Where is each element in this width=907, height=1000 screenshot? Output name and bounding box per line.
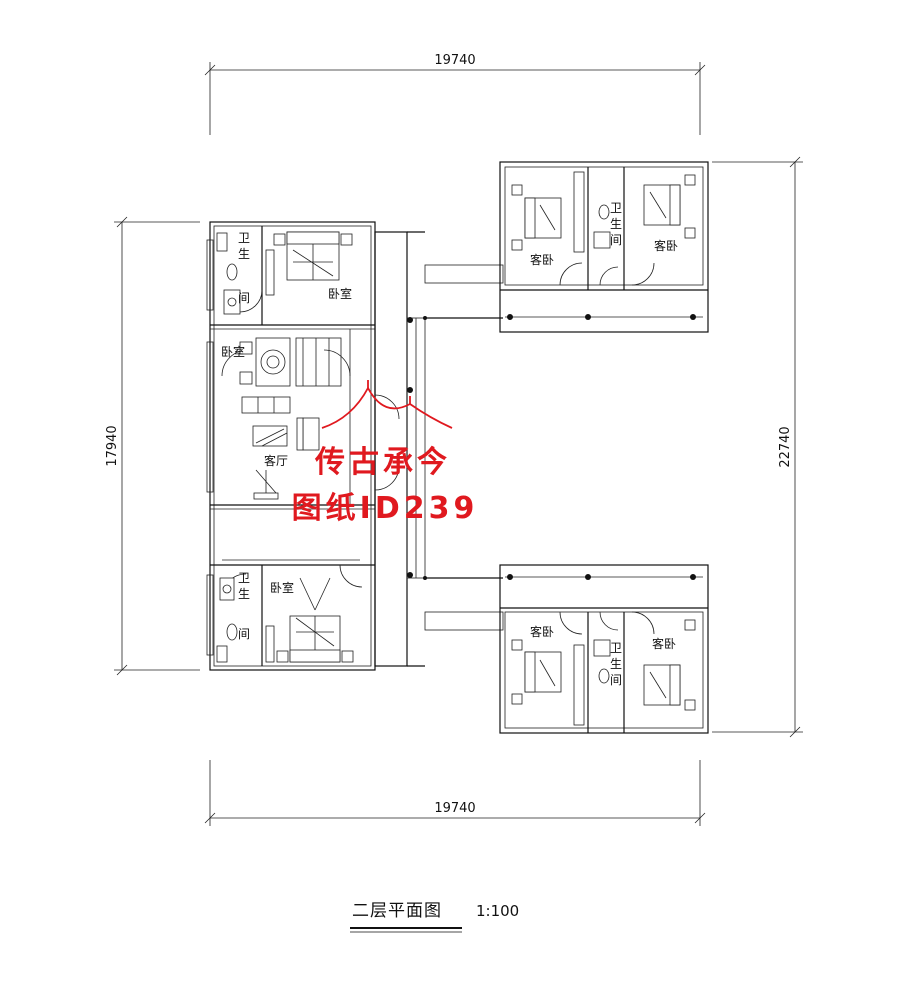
room-label-guest-top-bath-1: 卫 — [610, 201, 622, 215]
watermark-line-2: 图纸ID239 — [292, 491, 479, 526]
dimension-bottom-label: 19740 — [434, 801, 475, 816]
room-label-guest-top-right: 客卧 — [654, 238, 678, 253]
room-labels: 卫 生 间 卧室 卧室 客厅 卫 生 间 卧室 客卧 卫 生 间 客卧 客卧 卫… — [221, 201, 678, 687]
dimension-top-label: 19740 — [434, 53, 475, 68]
room-label-bath-top-3: 间 — [238, 291, 250, 305]
drawing-scale: 1:100 — [476, 902, 519, 920]
room-label-bedroom-bottom: 卧室 — [270, 580, 294, 595]
dimension-top: 19740 — [204, 53, 706, 135]
drawing-title: 二层平面图 1:100 — [350, 901, 519, 933]
doors — [221, 262, 655, 635]
room-label-bath-bottom-1: 卫 — [238, 571, 250, 585]
watermark-line-1: 传古承今 — [314, 445, 451, 480]
dimension-right: 22740 — [712, 156, 803, 738]
room-label-bath-bottom-2: 生 — [238, 587, 250, 601]
room-label-bedroom-top: 卧室 — [328, 286, 352, 301]
windows-left — [206, 239, 214, 656]
living-furniture — [241, 396, 320, 500]
room-label-guest-bottom-right: 客卧 — [652, 636, 676, 651]
guest-furniture-top — [511, 171, 696, 253]
room-label-guest-top-left: 客卧 — [530, 252, 554, 267]
room-label-guest-bottom-left: 客卧 — [530, 624, 554, 639]
room-label-guest-top-bath-2: 生 — [610, 217, 622, 231]
guest-block-bottom-walls — [499, 564, 709, 734]
room-label-guest-bottom-bath-2: 生 — [610, 657, 622, 671]
watermark: 传古承今 图纸ID239 — [292, 380, 479, 526]
bed-bottom — [265, 577, 354, 663]
main-block-walls — [209, 221, 426, 671]
dimension-left-label: 17940 — [105, 425, 120, 466]
room-label-bath-top-1: 卫 — [238, 231, 250, 245]
dimension-right-label: 22740 — [778, 426, 793, 467]
room-label-bath-top-2: 生 — [238, 247, 250, 261]
dimension-left: 17940 — [105, 216, 200, 676]
drawing-title-text: 二层平面图 — [352, 901, 442, 921]
bed-top — [265, 231, 353, 296]
room-label-living: 客厅 — [264, 453, 288, 468]
bed-middle — [239, 337, 342, 387]
guest-block-top-walls — [499, 161, 709, 333]
room-label-bath-bottom-3: 间 — [238, 627, 250, 641]
corridor-connectors — [407, 264, 504, 631]
room-label-guest-top-bath-3: 间 — [610, 233, 622, 247]
dimension-bottom: 19740 — [204, 760, 706, 826]
guest-furniture-bottom — [511, 619, 696, 726]
bath-fixtures-main — [216, 232, 241, 663]
room-label-guest-bottom-bath-1: 卫 — [610, 641, 622, 655]
room-label-guest-bottom-bath-3: 间 — [610, 673, 622, 687]
room-label-bedroom-mid: 卧室 — [221, 344, 245, 359]
